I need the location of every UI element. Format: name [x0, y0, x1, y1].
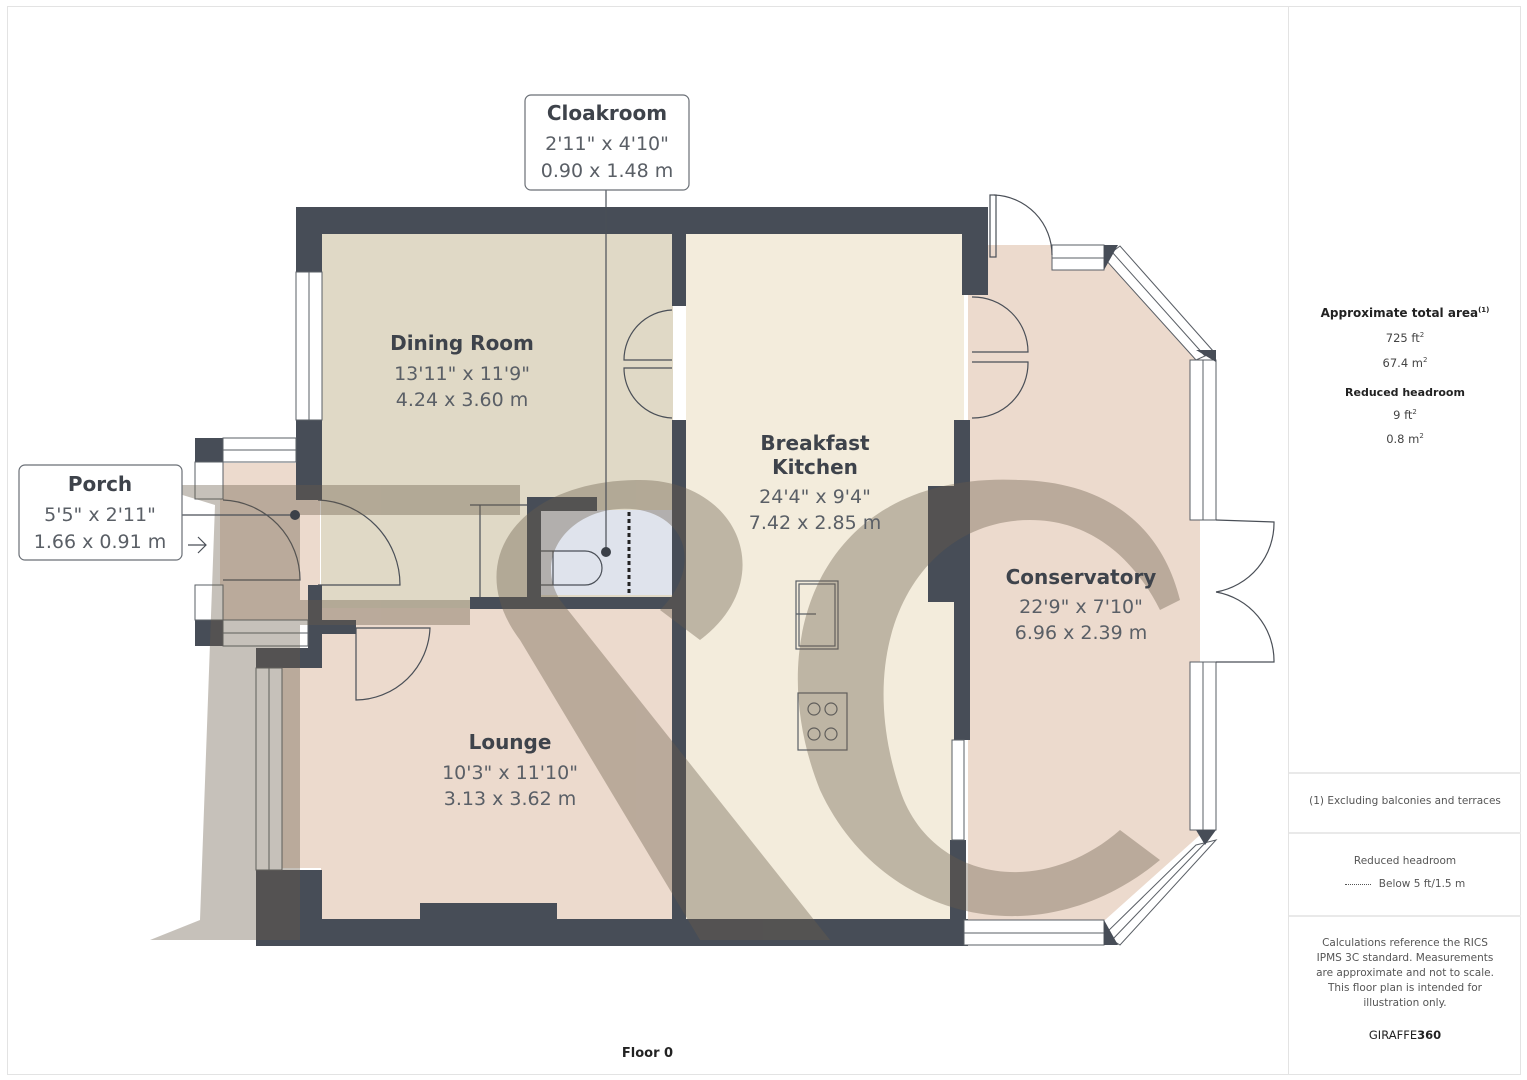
entrance-arrow-icon — [188, 536, 207, 554]
room-floors — [220, 233, 1200, 920]
kitchen-floor — [686, 233, 964, 919]
dining-room-imperial: 13'11" x 11'9" — [394, 363, 530, 385]
porch-callout — [18, 464, 183, 561]
divider — [1289, 915, 1521, 917]
kitchen-name-line2: Kitchen — [772, 455, 858, 479]
toilet-icon — [540, 550, 603, 586]
dotted-line-icon — [1344, 883, 1371, 885]
kitchen-imperial: 24'4" x 9'4" — [759, 486, 871, 508]
windows — [194, 244, 1218, 946]
walls — [195, 207, 988, 946]
legend-line: Below 5 ft/1.5 m — [1378, 878, 1466, 890]
kitchen-metric: 7.42 x 2.85 m — [749, 512, 881, 534]
lounge-name: Lounge — [469, 730, 552, 754]
dining-room-metric: 4.24 x 3.60 m — [396, 389, 528, 411]
porch-pin — [290, 510, 300, 520]
conservatory-imperial: 22'9" x 7'10" — [1019, 596, 1143, 618]
cloakroom-metric: 0.90 x 1.48 m — [541, 160, 673, 182]
reduced-headroom-label: Reduced headroom — [1345, 385, 1465, 399]
brand-logo: GIRAFFE360 — [1368, 1028, 1442, 1042]
reduced-headroom-m: 0.8 m — [1386, 432, 1420, 447]
total-area-section: Approximate total area(1) 725 ft2 67.4 m… — [1289, 306, 1521, 450]
divider — [1289, 832, 1521, 834]
summary-panel: Approximate total area(1) 725 ft2 67.4 m… — [1288, 6, 1521, 1075]
conservatory-metric: 6.96 x 2.39 m — [1015, 622, 1147, 644]
footnote-marker: (1) — [1478, 306, 1490, 314]
lounge-imperial: 10'3" x 11'10" — [442, 762, 578, 784]
page-frame — [7, 6, 1521, 1075]
disclaimer: Calculations reference the RICS IPMS 3C … — [1316, 937, 1494, 1009]
hob-icon — [797, 692, 848, 751]
cloakroom-name: Cloakroom — [547, 101, 667, 125]
legend-title: Reduced headroom — [1353, 855, 1457, 867]
cloakroom-imperial: 2'11" x 4'10" — [545, 133, 669, 155]
kitchen-name-line1: Breakfast — [760, 431, 870, 455]
lounge-floor — [321, 608, 673, 919]
conservatory-name: Conservatory — [1006, 565, 1157, 589]
divider — [1289, 772, 1521, 774]
french-door-area — [970, 295, 1030, 420]
doors — [222, 194, 1275, 701]
total-area-m: 67.4 m — [1382, 355, 1423, 370]
window-corners — [1104, 245, 1216, 945]
lounge-metric: 3.13 x 3.62 m — [444, 788, 576, 810]
sink-icon — [795, 580, 839, 650]
porch-imperial: 5'5" x 2'11" — [44, 504, 156, 526]
watermark-logo — [150, 479, 1180, 940]
porch-name: Porch — [68, 472, 132, 496]
total-area-ft: 725 ft — [1385, 330, 1420, 345]
reduced-headroom-ft: 9 ft — [1393, 407, 1413, 422]
cloakroom-callout — [524, 94, 690, 191]
legend-section: Reduced headroom Below 5 ft/1.5 m — [1289, 854, 1521, 892]
floor-label: Floor 0 — [621, 1046, 674, 1061]
total-area-label: Approximate total area — [1320, 306, 1479, 320]
footnote: (1) Excluding balconies and terraces — [1309, 795, 1501, 807]
porch-metric: 1.66 x 0.91 m — [34, 531, 166, 553]
lounge-bay-floor — [282, 668, 322, 868]
cloakroom-pin — [601, 547, 611, 557]
dining-room-name: Dining Room — [390, 331, 534, 355]
